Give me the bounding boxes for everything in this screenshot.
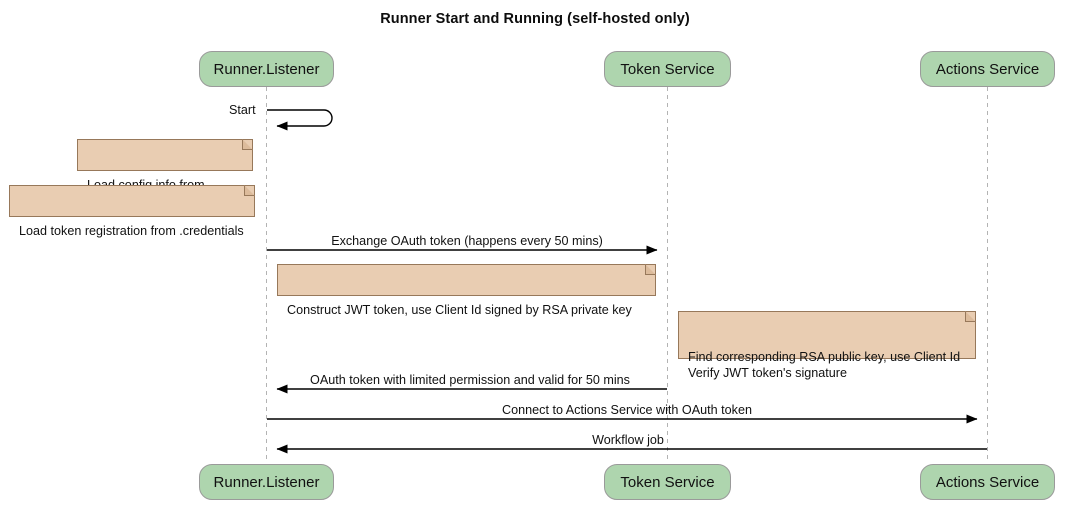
participant-label: Actions Service (935, 473, 1040, 491)
participant-label: Runner.Listener (213, 60, 320, 78)
note-construct-jwt: Construct JWT token, use Client Id signe… (277, 264, 656, 317)
diagram-title: Runner Start and Running (self-hosted on… (380, 11, 690, 27)
note-fold-corner-icon (965, 311, 976, 322)
message-label-workflow-job: Workflow job (592, 433, 664, 447)
note-fold-corner-icon (244, 185, 255, 196)
participant-label: Token Service (620, 473, 715, 491)
message-label-oauth-token-response: OAuth token with limited permission and … (310, 373, 630, 387)
participant-runner-listener-bottom[interactable]: Runner.Listener (199, 464, 334, 500)
message-label-exchange-oauth-token: Exchange OAuth token (happens every 50 m… (331, 234, 603, 248)
arrow-start-self-loop (267, 109, 333, 131)
participant-token-service-bottom[interactable]: Token Service (604, 464, 731, 500)
participant-label: Runner.Listener (213, 473, 320, 491)
note-text: Construct JWT token, use Client Id signe… (287, 303, 632, 317)
note-load-token-registration: Load token registration from .credential… (9, 185, 255, 238)
note-load-config: Load config info from .runner (77, 139, 253, 208)
message-label-start: Start (229, 103, 256, 117)
lifeline-group (266, 87, 988, 463)
message-label-connect-to-actions-service: Connect to Actions Service with OAuth to… (502, 403, 752, 417)
note-fold-corner-icon (645, 264, 656, 275)
note-text: Load token registration from .credential… (19, 224, 244, 238)
participant-label: Actions Service (935, 60, 1040, 78)
note-text: Find corresponding RSA public key, use C… (688, 350, 961, 380)
note-verify-jwt: Find corresponding RSA public key, use C… (678, 311, 976, 380)
note-fold-corner-icon (242, 139, 253, 150)
participant-runner-listener-top[interactable]: Runner.Listener (199, 51, 334, 87)
participant-label: Token Service (620, 60, 715, 78)
participant-actions-service-bottom[interactable]: Actions Service (920, 464, 1055, 500)
participant-actions-service-top[interactable]: Actions Service (920, 51, 1055, 87)
participant-token-service-top[interactable]: Token Service (604, 51, 731, 87)
